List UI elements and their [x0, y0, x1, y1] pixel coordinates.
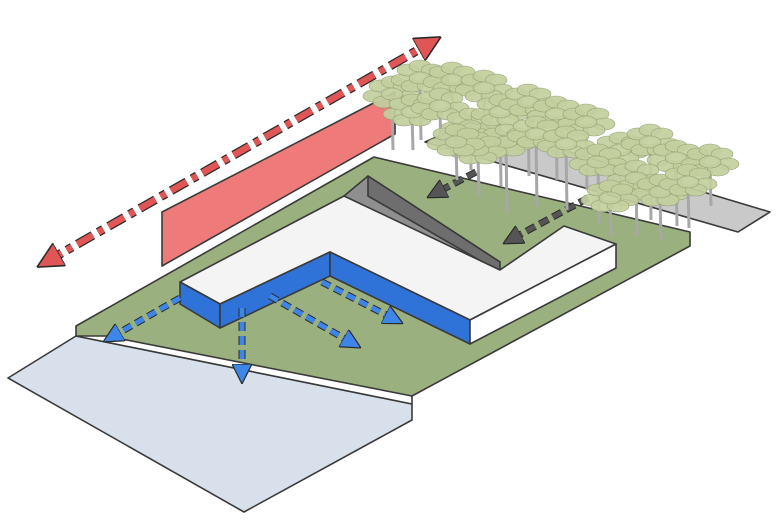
view-arrows [110, 278, 396, 376]
building-facade-east [469, 243, 617, 345]
palm-tree-icon [536, 125, 596, 211]
l-shaped-building [179, 175, 617, 345]
noise-arrow-icon [46, 42, 432, 262]
access-arrows [434, 168, 590, 240]
palm-tree-icon [426, 123, 486, 181]
palm-grove [362, 59, 740, 241]
view-arrow-icon [268, 292, 354, 344]
access-arrow-icon [434, 168, 478, 194]
palm-tree-icon [658, 163, 718, 229]
palm-tree-icon [580, 179, 640, 237]
palm-tree-icon [680, 143, 740, 207]
water-body [7, 335, 413, 513]
